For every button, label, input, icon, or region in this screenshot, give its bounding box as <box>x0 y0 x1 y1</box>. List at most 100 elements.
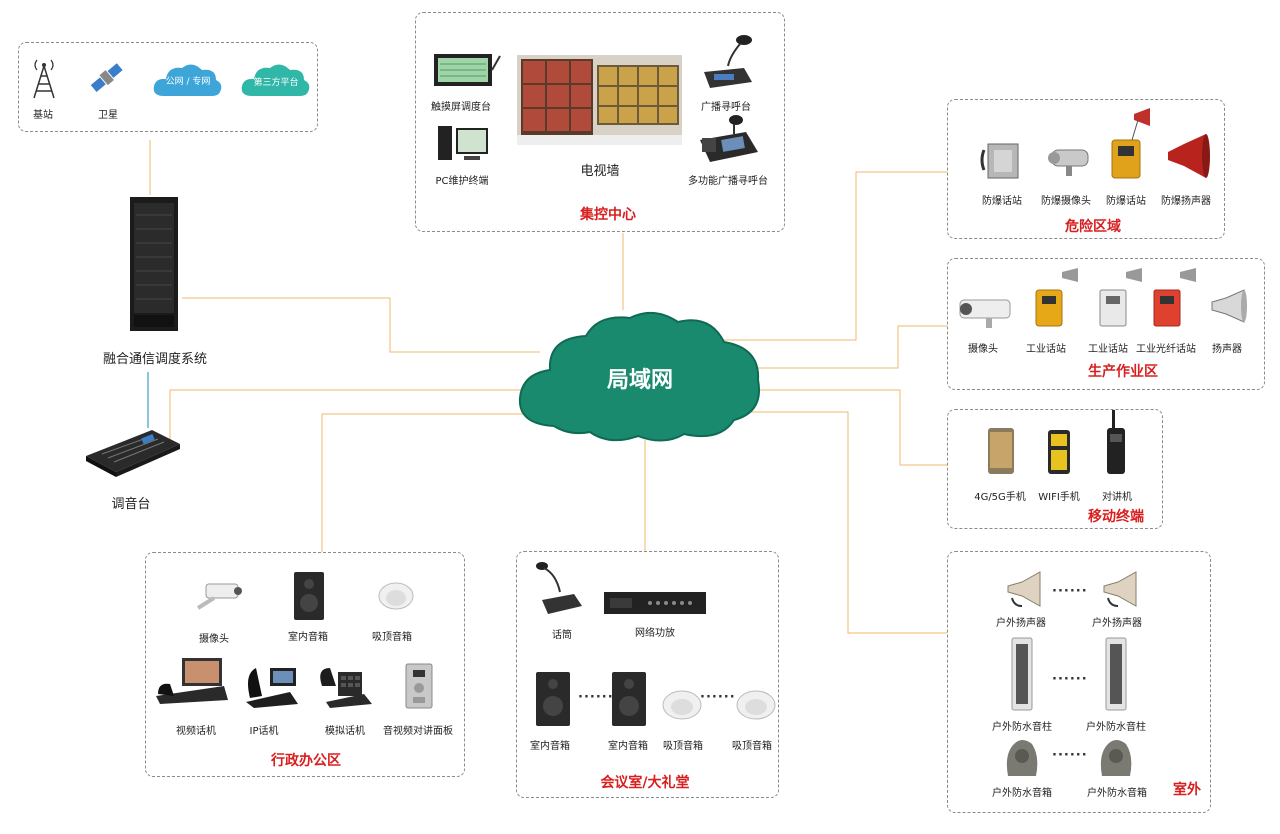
paging-console-icon <box>704 35 752 88</box>
hazard-item-1-label: 防爆话站 <box>982 196 1022 207</box>
paging-console-label: 广播寻呼台 <box>701 102 751 113</box>
meeting-mic-label: 话筒 <box>552 630 572 641</box>
wire-lan-to-outdoor <box>700 411 948 634</box>
meeting-dots-2: ······ <box>700 690 736 705</box>
ip-phone-label: IP话机 <box>249 726 279 737</box>
outdoor-horn-2-label: 户外扬声器 <box>1092 618 1142 629</box>
mixing-console-icon <box>86 430 180 477</box>
production-item-4-label: 工业光纤话站 <box>1136 344 1196 355</box>
meeting-dots-1: ······ <box>578 690 614 705</box>
outdoor-rock-1-label: 户外防水音箱 <box>992 788 1052 799</box>
industrial-station-icon <box>1035 268 1078 327</box>
fiber-station-icon <box>1153 268 1196 327</box>
lan-label: 局域网 <box>606 368 674 393</box>
meeting-title: 会议室/大礼堂 <box>600 775 690 791</box>
outdoor-horn-1-label: 户外扬声器 <box>996 618 1046 629</box>
outdoor-column-2-label: 户外防水音柱 <box>1086 722 1146 733</box>
touch-console-label: 触摸屏调度台 <box>431 102 491 113</box>
mobile-item-2-label: WIFI手机 <box>1038 492 1080 503</box>
satellite-icon <box>90 63 123 92</box>
multi-paging-label: 多功能广播寻呼台 <box>688 176 768 187</box>
wire-lan-to-mobile <box>745 389 948 466</box>
analog-phone-icon <box>320 668 372 708</box>
lan-cloud-icon <box>518 311 760 442</box>
office-indoor-speaker-icon <box>294 572 324 620</box>
meeting-ceiling-1-label: 吸顶音箱 <box>663 741 703 752</box>
outdoor-column-2-icon <box>1105 637 1127 711</box>
explosion-proof-station-icon <box>1111 108 1150 179</box>
analog-phone-label: 模拟话机 <box>325 726 365 737</box>
tv-wall-icon <box>517 55 682 145</box>
third-party-cloud-icon <box>241 64 310 96</box>
meeting-indoor-speaker-1-label: 室内音箱 <box>530 741 570 752</box>
satellite-label: 卫星 <box>98 110 118 121</box>
outdoor-dots-1: ······ <box>1052 584 1088 599</box>
mobile-title: 移动终端 <box>1088 509 1144 525</box>
outdoor-dots-2: ······ <box>1052 672 1088 687</box>
ip-phone-icon <box>246 668 298 708</box>
outdoor-dots-3: ······ <box>1052 748 1088 763</box>
multi-paging-console-icon <box>700 115 758 162</box>
meeting-indoor-speaker-2-icon <box>612 672 646 726</box>
production-item-1-label: 摄像头 <box>968 344 998 355</box>
outdoor-rock-speaker-1-icon <box>1006 740 1038 776</box>
hazard-zone-title: 危险区域 <box>1065 219 1121 235</box>
outdoor-title: 室外 <box>1173 782 1201 798</box>
wire-lan-to-office <box>321 413 580 552</box>
public-network-cloud-icon <box>153 64 222 96</box>
camera-icon <box>959 299 1011 328</box>
production-zone-title: 生产作业区 <box>1088 364 1158 380</box>
tv-wall-label: 电视墙 <box>580 164 620 179</box>
intercom-panel-icon <box>405 663 433 709</box>
meeting-indoor-speaker-1-icon <box>536 672 570 726</box>
dispatch-system-label: 融合通信调度系统 <box>102 352 208 367</box>
outdoor-column-1-icon <box>1011 637 1033 711</box>
third-party-label: 第三方平台 <box>253 78 299 88</box>
meeting-indoor-speaker-2-label: 室内音箱 <box>608 741 648 752</box>
office-camera-label: 摄像头 <box>199 634 229 645</box>
wire-lan-to-mixer <box>169 389 540 440</box>
pc-terminal-label: PC维护终端 <box>435 176 489 187</box>
outdoor-rock-speaker-2-icon <box>1100 740 1132 776</box>
meeting-ceiling-2-label: 吸顶音箱 <box>732 741 772 752</box>
outdoor-rock-2-label: 户外防水音箱 <box>1087 788 1147 799</box>
wire-lan-to-production <box>755 325 948 369</box>
office-ceiling-speaker-icon <box>378 582 414 610</box>
video-phone-label: 视频话机 <box>176 726 216 737</box>
video-phone-icon <box>156 658 228 704</box>
outdoor-horn-1-icon <box>1007 571 1041 607</box>
walkie-talkie-icon <box>1107 410 1125 474</box>
gooseneck-mic-icon <box>536 562 582 614</box>
outdoor-box <box>947 551 1211 813</box>
production-item-3-label: 工业话站 <box>1088 344 1128 355</box>
meeting-ceiling-speaker-1-icon <box>662 690 702 720</box>
server-cabinet-icon <box>130 197 178 331</box>
smartphone-icon <box>988 428 1014 474</box>
production-item-2-label: 工业话站 <box>1026 344 1066 355</box>
wire-dispatch-to-lan <box>182 297 540 353</box>
industrial-station-2-icon <box>1099 268 1142 327</box>
control-center-title: 集控中心 <box>580 207 636 223</box>
wifi-phone-icon <box>1048 430 1070 474</box>
mobile-item-1-label: 4G/5G手机 <box>974 492 1026 503</box>
hazard-item-2-label: 防爆摄像头 <box>1041 196 1091 207</box>
explosion-proof-camera-icon <box>1048 149 1089 176</box>
meeting-amplifier-label: 网络功放 <box>635 628 675 639</box>
public-network-label: 公网 / 专网 <box>165 77 211 87</box>
mixer-label: 调音台 <box>111 497 151 512</box>
network-amplifier-icon <box>604 592 706 614</box>
horn-speaker-icon <box>1211 289 1247 323</box>
meeting-ceiling-speaker-2-icon <box>736 690 776 720</box>
pc-terminal-icon <box>438 126 488 160</box>
office-title: 行政办公区 <box>271 753 341 769</box>
explosion-proof-speaker-icon <box>1168 134 1210 178</box>
intercom-panel-label: 音视频对讲面板 <box>383 726 453 737</box>
explosion-proof-phone-icon <box>980 143 1019 179</box>
wire-lan-to-hazard <box>720 171 948 341</box>
outdoor-column-1-label: 户外防水音柱 <box>992 722 1052 733</box>
hazard-item-3-label: 防爆话站 <box>1106 196 1146 207</box>
touch-console-icon <box>434 54 501 86</box>
office-camera-icon <box>196 583 242 610</box>
production-item-5-label: 扬声器 <box>1212 344 1242 355</box>
